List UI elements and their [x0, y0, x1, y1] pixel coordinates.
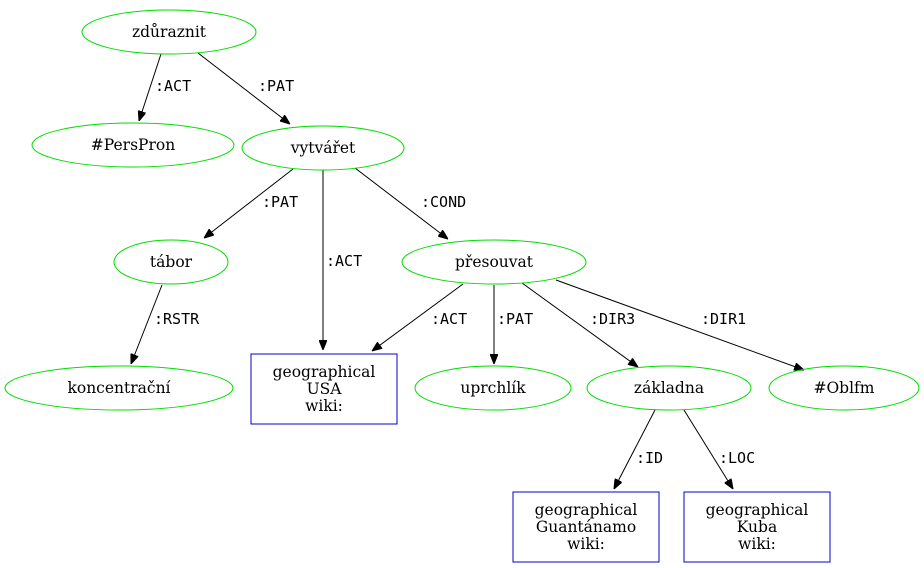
- node-label: koncentrační: [67, 379, 171, 397]
- edge-label: :PAT: [262, 193, 298, 211]
- node-ellipse: [241, 125, 405, 171]
- node-label: wiki:: [567, 535, 605, 553]
- edge-line: [614, 409, 656, 489]
- node-label: zdůraznit: [132, 23, 207, 41]
- node-label: wiki:: [305, 397, 343, 415]
- edge-line: [372, 283, 464, 351]
- edge-vytvaret-usa: :ACT: [323, 170, 362, 350]
- edge-line: [354, 167, 448, 239]
- node-uprchlik: uprchlík: [414, 365, 572, 411]
- edge-label: :PAT: [258, 77, 294, 95]
- edge-label: :RSTR: [154, 310, 200, 328]
- edge-zduraznit-perspron: :ACT: [139, 53, 191, 121]
- edge-presouvat-uprchlik: :PAT: [494, 285, 533, 364]
- node-box: [512, 491, 660, 563]
- node-label: přesouvat: [455, 253, 534, 271]
- edge-label: :DIR1: [701, 310, 746, 328]
- node-tabor: tábor: [113, 239, 229, 285]
- node-label: vytvářet: [290, 139, 356, 157]
- edge-line: [683, 409, 733, 489]
- node-label: tábor: [150, 253, 193, 271]
- edges-layer: :ACT :PAT :PAT :ACT :COND :RSTR :ACT :PAT :DIR3:…: [131, 52, 804, 489]
- node-ellipse: [768, 365, 920, 411]
- edge-line: [197, 52, 290, 124]
- node-label: #PersPron: [91, 136, 175, 154]
- node-label: geographical: [706, 501, 809, 519]
- node-label: geographical: [535, 501, 638, 519]
- edge-label: :DIR3: [590, 310, 635, 328]
- node-label: základna: [634, 379, 704, 397]
- edge-tabor-koncentracni: :RSTR: [131, 284, 200, 364]
- edge-label: :ACT: [326, 252, 362, 270]
- edge-vytvaret-presouvat: :COND: [354, 167, 466, 239]
- edge-line: [521, 282, 638, 367]
- edge-label: :COND: [421, 193, 466, 211]
- node-box: [250, 353, 398, 425]
- edge-line: [131, 284, 163, 364]
- edge-label: :LOC: [719, 449, 755, 467]
- node-ellipse: [4, 365, 234, 411]
- edge-presouvat-oblfm: :DIR1: [555, 279, 804, 370]
- edge-line: [139, 53, 162, 121]
- node-ellipse: [81, 9, 257, 55]
- node-box: [683, 491, 831, 563]
- node-ellipse: [414, 365, 572, 411]
- node-label: geographical: [273, 363, 376, 381]
- node-zakladna: základna: [586, 365, 752, 411]
- edge-zduraznit-vytvaret: :PAT: [197, 52, 294, 124]
- node-ellipse: [113, 239, 229, 285]
- node-vytvaret: vytvářet: [241, 125, 405, 171]
- edge-label: :PAT: [497, 310, 533, 328]
- node-label: USA: [307, 380, 343, 398]
- node-label: #Oblfm: [813, 379, 874, 397]
- node-ellipse: [586, 365, 752, 411]
- node-label: Kuba: [737, 518, 777, 536]
- edge-zakladna-guantanamo: :ID: [614, 409, 663, 489]
- node-label: Guantánamo: [536, 518, 636, 536]
- edge-presouvat-usa: :ACT: [372, 283, 467, 351]
- edge-label: :ID: [636, 449, 663, 467]
- node-presouvat: přesouvat: [401, 239, 587, 285]
- edge-line: [204, 168, 294, 238]
- edge-line: [555, 279, 804, 370]
- node-label: uprchlík: [460, 379, 526, 397]
- nodes-layer: zdůraznit #PersPron vytvářet tábor přesouvat…: [4, 9, 920, 563]
- edge-label: :ACT: [431, 310, 467, 328]
- node-label: wiki:: [738, 535, 776, 553]
- node-perspron: #PersPron: [31, 122, 235, 168]
- edge-vytvaret-tabor: :PAT: [204, 168, 298, 238]
- node-koncentracni: koncentrační: [4, 365, 234, 411]
- edge-presouvat-zakladna: :DIR3: [521, 282, 638, 367]
- node-oblfm: #Oblfm: [768, 365, 920, 411]
- edge-zakladna-kuba: :LOC: [683, 409, 755, 489]
- node-zduraznit: zdůraznit: [81, 9, 257, 55]
- node-ellipse: [401, 239, 587, 285]
- node-ellipse: [31, 122, 235, 168]
- edge-label: :ACT: [155, 77, 191, 95]
